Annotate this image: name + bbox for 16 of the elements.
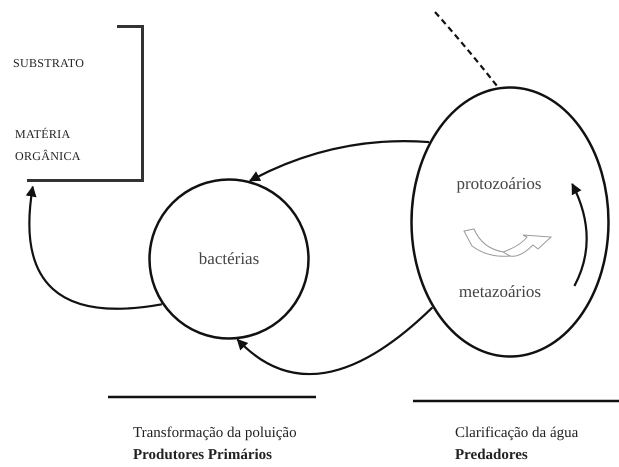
- dashed-line: [434, 11, 499, 88]
- arrow: [248, 140, 430, 182]
- bacteria-circle: [148, 178, 310, 340]
- node-label: bactérias: [198, 248, 260, 270]
- organism-label: metazoários: [438, 280, 562, 304]
- arrow: [26, 186, 162, 310]
- organism-label: protozoários: [438, 172, 560, 196]
- caption-text: Clarificação da água: [455, 424, 578, 443]
- predator-ellipse: [410, 86, 610, 358]
- arrow: [571, 183, 588, 286]
- group-title: Produtores Primários: [133, 446, 272, 465]
- group-title: Predadores: [455, 446, 528, 465]
- caption-text: Transformação da poluição: [133, 424, 297, 443]
- node-label: SUBSTRATO: [13, 55, 86, 72]
- node-label: MATÉRIA ORGÂNICA: [15, 126, 82, 165]
- arrow: [236, 306, 434, 376]
